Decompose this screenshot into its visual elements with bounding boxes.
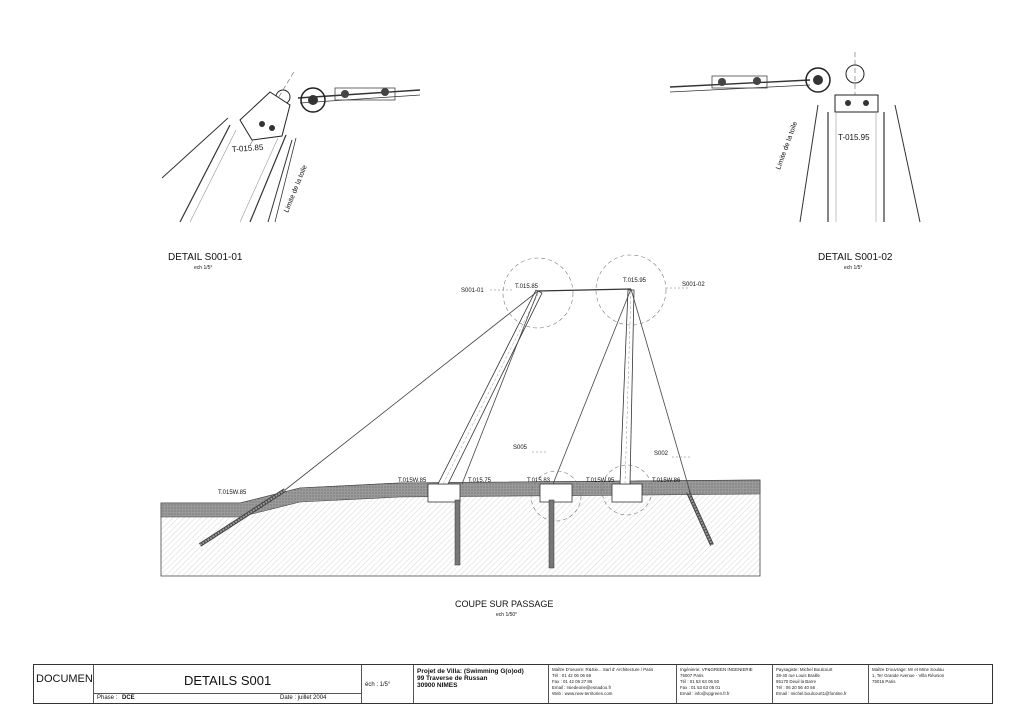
tb-moe-line: Maître D'oeuvre: R&Sie... Sarl d' Archit… — [552, 667, 654, 672]
section-scale: ech 1/50° — [496, 612, 517, 618]
tb-pays-cell: Paysagiste: Michel Boulcourt 38-40 rue L… — [773, 665, 869, 703]
detail-left-ground-label: Limite de la toile — [283, 164, 308, 214]
tb-sheet-title: DETAILS S001 — [184, 673, 272, 688]
label-s001-01: S001-01 — [461, 288, 484, 294]
detail-s001-01: T-015.85 Limite de la toile — [161, 69, 421, 223]
detail-left-title: DETAIL S001-01 — [168, 252, 243, 263]
tb-document-cell: DOCUMENT — [34, 665, 94, 703]
tb-pays-line: Email : michel.boulcourt1@fontine.fr — [776, 691, 847, 696]
tb-mo-line: 1, Ter Grande Avenue - Villa Réunion — [872, 673, 945, 678]
tb-phase-value: DCE — [122, 695, 135, 701]
tb-project-line2: 99 Traverse de Russan — [417, 675, 488, 682]
detail-right-scale: ech 1/5° — [844, 265, 862, 271]
tb-mo-line: 75016 Paris — [872, 679, 896, 684]
tb-ing-line: Ingénierie: VP&GREEN INGENIERIE — [680, 667, 753, 672]
tb-ing-line: Fax : 01 53 63 05 01 — [680, 685, 721, 690]
tb-date: Date : juillet 2004 — [280, 695, 327, 701]
tb-mo-cell: Maître D'ouvrage: Mr et Mme Soulau 1, Te… — [869, 665, 994, 703]
detail-right-mast-label: T-015.95 — [838, 133, 870, 142]
tb-pays-line: Tél : 06 20 56 40 56 — [776, 685, 816, 690]
section-drawing — [160, 254, 761, 577]
tb-mo-line: Maître D'ouvrage: Mr et Mme Soulau — [872, 667, 944, 672]
tb-pays-line: 95170 Deuil la Barre — [776, 679, 817, 684]
tb-ing-line: Tél : 01 53 63 05 50 — [680, 679, 720, 684]
tb-moe-line: Email : rsiedeorie@esnadoo.fr — [552, 685, 612, 690]
tb-ing-cell: Ingénierie: VP&GREEN INGENIERIE 75007 Pa… — [677, 665, 773, 703]
tb-project-line3: 30900 NIMES — [417, 682, 458, 689]
detail-s001-02: T-015.95 Limite de la toile — [669, 52, 921, 223]
label-t015w-95: T.015W.95 — [586, 478, 615, 484]
tb-project-cell: Projet de Villa: (Swimming G(o)od) 99 Tr… — [414, 665, 549, 703]
label-t015w-85-left: T.015W.85 — [218, 490, 247, 496]
label-t015-85: T.015.85 — [515, 284, 539, 290]
label-s005: S005 — [513, 445, 528, 451]
tb-moe-line: Web : www.new-territories.com — [552, 691, 613, 696]
tb-title-cell: DETAILS S001 Phase : DCE Date : juillet … — [94, 665, 362, 703]
tb-pays-line: 38-40 rue Louis Braille — [776, 673, 820, 678]
label-t015-95: T.015.95 — [623, 278, 647, 284]
label-s001-02: S001-02 — [682, 282, 705, 288]
tb-moe-line: Tél : 01 42 06 06 69 — [552, 673, 592, 678]
tb-ech-cell: éch : 1/5° — [362, 665, 414, 703]
label-t015w-85: T.015W.85 — [398, 478, 427, 484]
tb-moe-cell: Maître D'oeuvre: R&Sie... Sarl d' Archit… — [549, 665, 677, 703]
detail-right-ground-label: Limite de la toile — [775, 121, 799, 171]
detail-right-title: DETAIL S001-02 — [818, 252, 893, 263]
tb-pays-line: Paysagiste: Michel Boulcourt — [776, 667, 833, 672]
label-s002: S002 — [654, 451, 669, 457]
tb-ing-line: 75007 Paris — [680, 673, 704, 678]
tb-ech: éch : 1/5° — [365, 682, 391, 688]
tb-project-line1: Projet de Villa: (Swimming G(o)od) — [417, 668, 524, 675]
detail-left-mast-label: T-015.85 — [232, 143, 265, 154]
tb-moe-line: Fax : 01 42 06 27 86 — [552, 679, 593, 684]
tb-ing-line: Email : info@vpgreen.fr.fr — [680, 691, 730, 696]
section-title: COUPE SUR PASSAGE — [455, 599, 553, 609]
detail-left-scale: ech 1/5° — [194, 265, 212, 271]
label-t015-75: T.015.75 — [468, 478, 492, 484]
label-t015-83: T.015.83 — [527, 478, 551, 484]
title-block: DOCUMENT DETAILS S001 Phase : DCE Date :… — [33, 664, 993, 704]
label-t015w-86: T.015W.86 — [652, 478, 681, 484]
tb-phase-label: Phase : — [97, 695, 118, 701]
tb-document: DOCUMENT — [36, 673, 94, 685]
